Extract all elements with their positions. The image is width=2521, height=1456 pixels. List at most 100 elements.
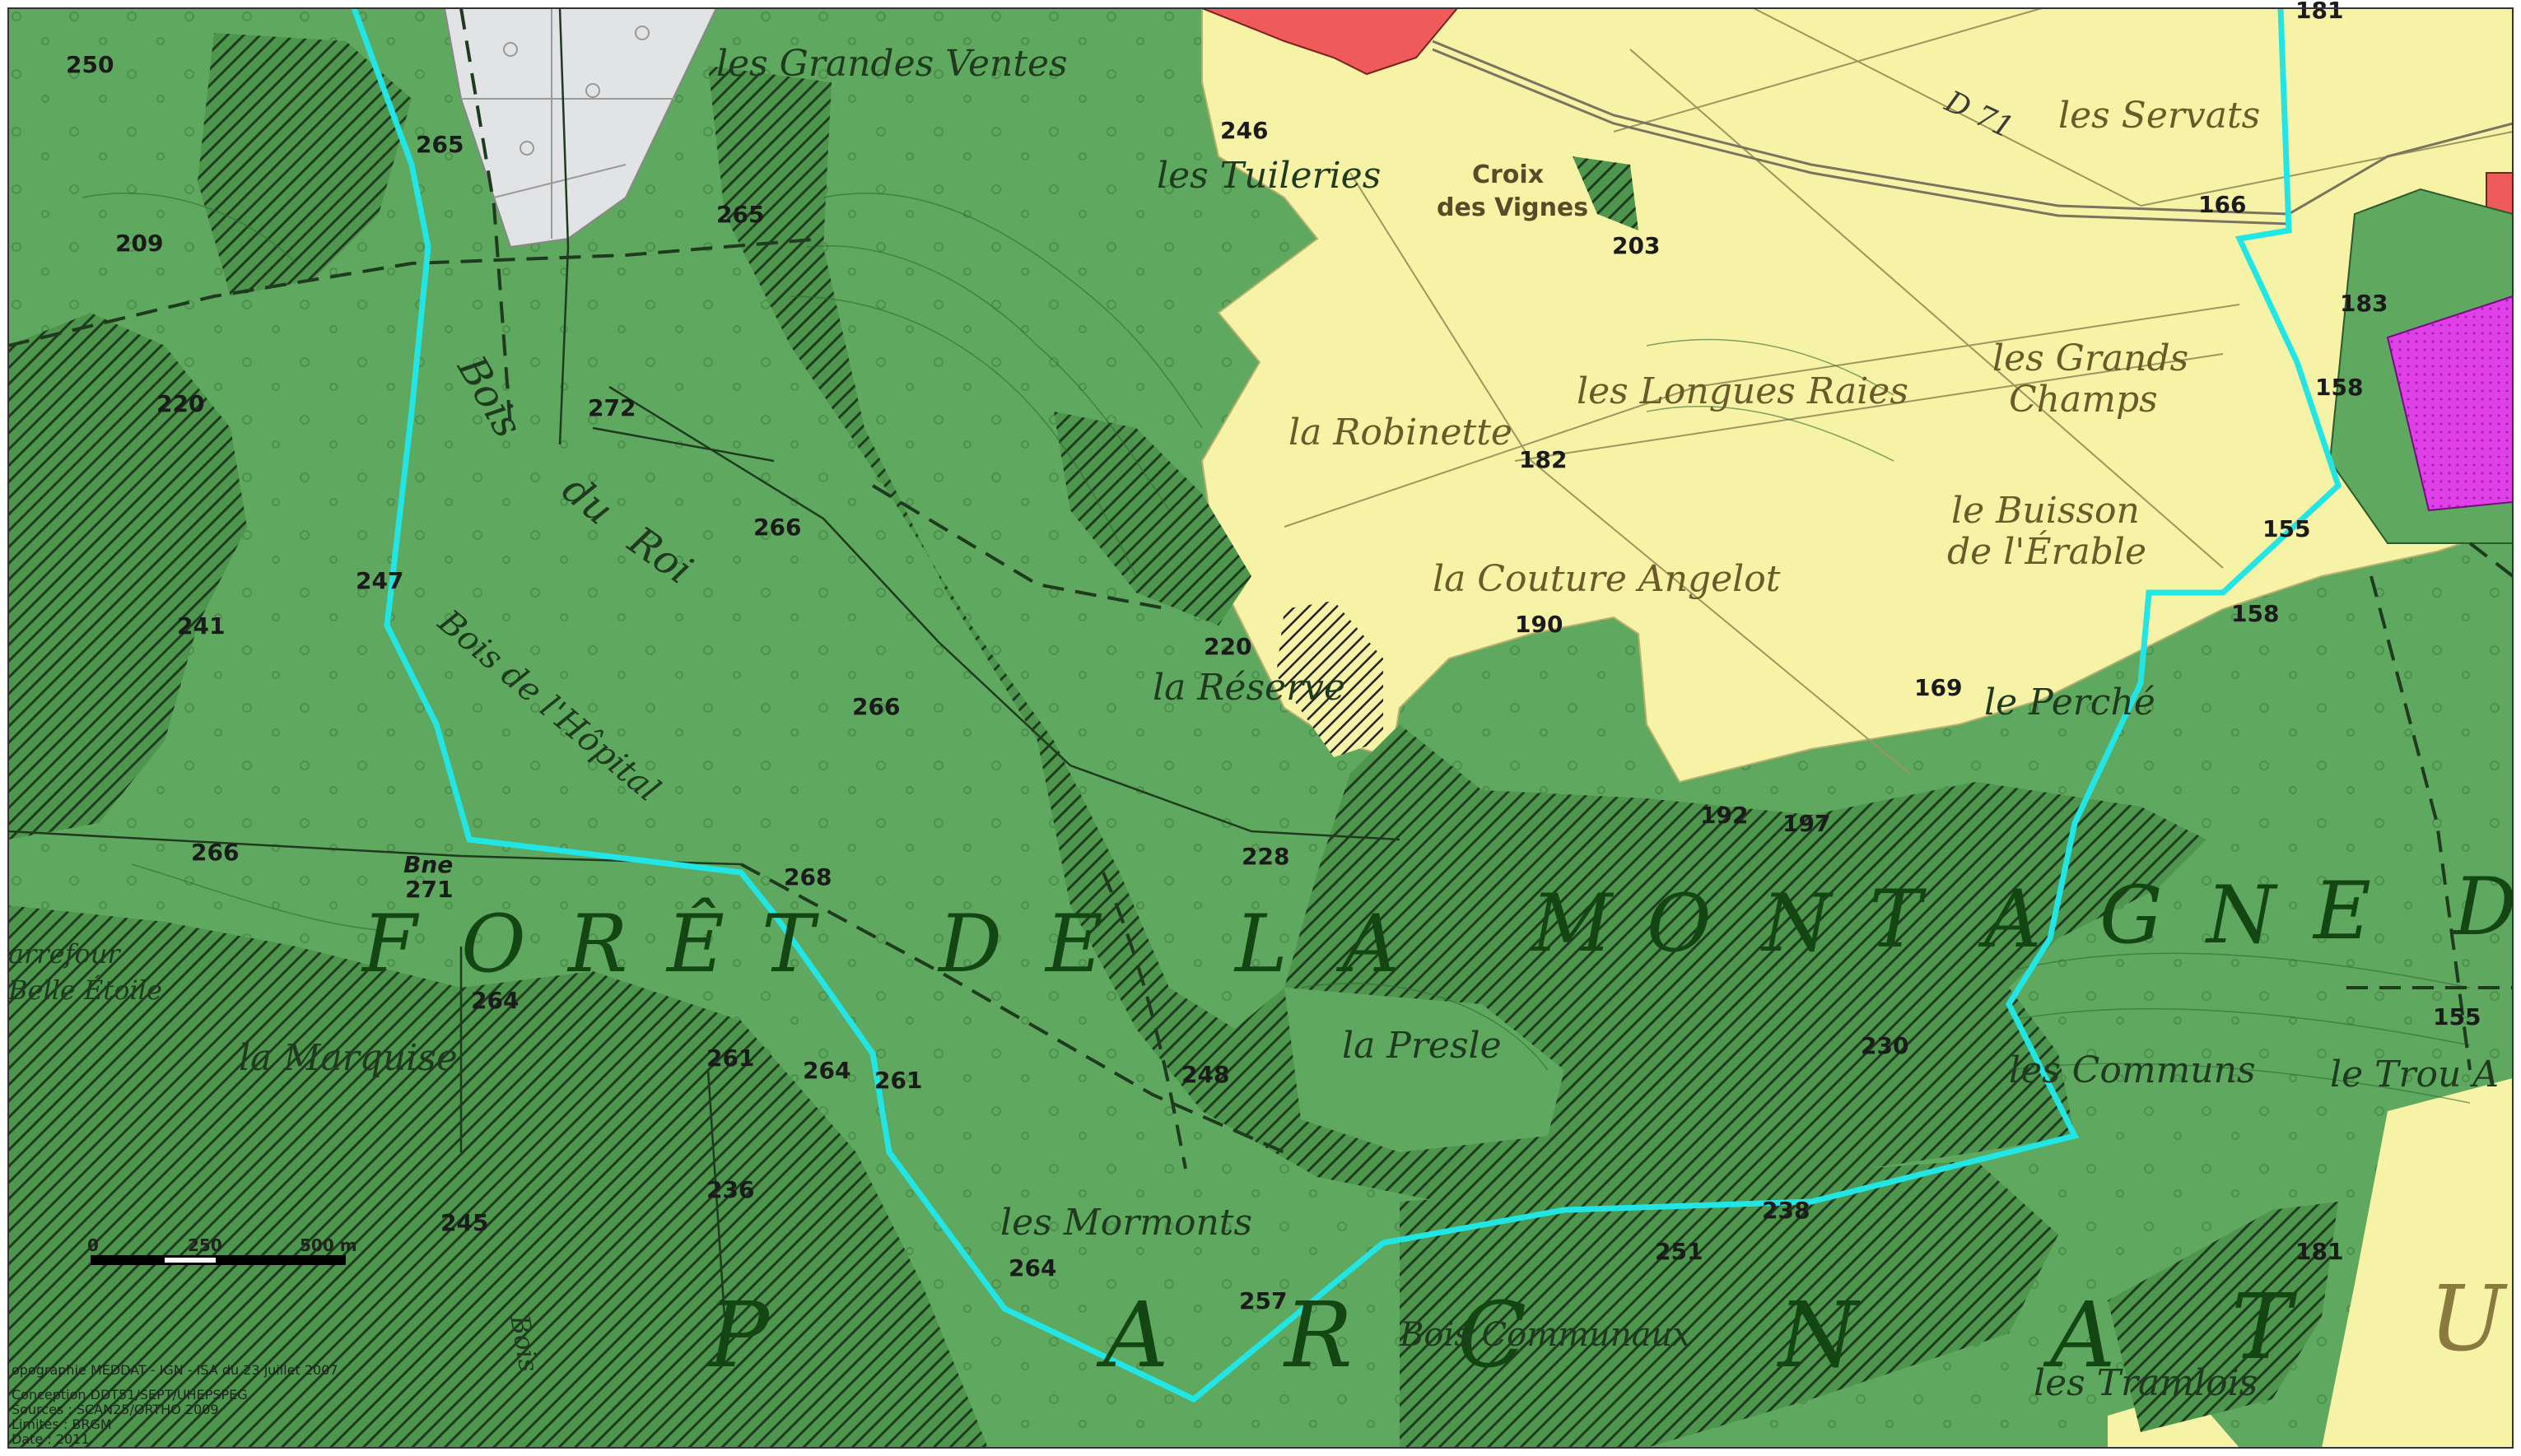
altitude-labels: 250 265 209 220 241 247 266 271 264 261 … [66, 0, 2481, 1314]
altitude: 166 [2198, 191, 2246, 218]
altitude: 197 [1782, 810, 1830, 837]
parc-label: P A R C N A T [706, 1274, 2298, 1388]
field-parcels [1284, 7, 2514, 775]
foret-letter: T [762, 898, 819, 990]
altitude: 264 [471, 987, 519, 1014]
field-area-south [2322, 1078, 2513, 1448]
credit-line: opographie MEDDAT - IGN - ISA du 23 juil… [12, 1362, 338, 1378]
altitude: 257 [1239, 1287, 1287, 1314]
altitude: 247 [356, 567, 403, 594]
place-perche: le Perché [1984, 681, 2155, 723]
altitude: 238 [1762, 1197, 1810, 1224]
altitude: 245 [440, 1209, 488, 1236]
altitude: 266 [191, 839, 239, 866]
foret-label: F O R Ê T D E L A M O N T A G N E D [361, 861, 2517, 990]
place-bois-communaux: Bois Communaux [1399, 1316, 1691, 1354]
altitude: 268 [784, 863, 832, 891]
parc-letter: R [1283, 1282, 1353, 1388]
credit-line: Sources : SCAN25/ORTHO 2009 [12, 1402, 219, 1417]
parc-letter: T [2231, 1274, 2298, 1379]
altitude: 241 [177, 612, 225, 640]
parc-letter: A [1096, 1282, 1168, 1388]
place-mormonts: les Mormonts [1000, 1202, 1252, 1244]
parc-letter: N [1776, 1282, 1861, 1388]
place-champs: Champs [2009, 379, 2158, 421]
altitude: 181 [2295, 0, 2343, 24]
road-d71 [1432, 40, 2514, 226]
place-longues-raies: les Longues Raies [1577, 370, 1908, 412]
parc-letter: C [1457, 1282, 1526, 1388]
foret-letter: D [937, 898, 1004, 990]
foret-letter: Ê [665, 898, 726, 990]
foret-letter: G [2099, 869, 2165, 961]
place-servats: les Servats [2058, 95, 2260, 137]
altitude: 190 [1515, 611, 1563, 638]
altitude: 261 [874, 1067, 922, 1094]
altitude: 251 [1655, 1238, 1703, 1265]
map-border [7, 7, 2514, 1449]
altitude: 228 [1242, 843, 1289, 870]
label-carrefour: arrefour [8, 938, 121, 970]
hatched-field-block [1276, 601, 1383, 757]
altitude: 266 [852, 693, 900, 720]
altitude: 261 [706, 1044, 754, 1072]
place-tramlois: les Tramlois [2034, 1362, 2258, 1404]
forest-tracks [7, 7, 2514, 1170]
altitude: 203 [1612, 232, 1660, 259]
altitude: 248 [1181, 1061, 1229, 1088]
altitude: 246 [1220, 117, 1268, 144]
rock-cells [461, 8, 675, 239]
foret-letter: O [461, 898, 528, 990]
place-tuileries: les Tuileries [1157, 155, 1381, 197]
altitude: 158 [2231, 600, 2279, 627]
foret-letter: E [2312, 865, 2373, 957]
parc-letter: U [2429, 1266, 2508, 1371]
place-presle: la Presle [1342, 1025, 1502, 1067]
altitude: 236 [706, 1176, 754, 1203]
boundary-line [351, 7, 2342, 1403]
place-couture: la Couture Angelot [1433, 558, 1781, 600]
altitude: 182 [1519, 446, 1567, 473]
contour-lines [82, 193, 2471, 1104]
place-marquise: la Marquise [239, 1037, 458, 1079]
altitude: 192 [1700, 802, 1748, 829]
foret-letter: F [361, 898, 420, 990]
place-trou: le Trou A [2330, 1054, 2499, 1095]
foret-letter: R [566, 898, 629, 990]
scale-end: 500 m [300, 1235, 357, 1255]
foret-letter: O [1647, 877, 1713, 970]
rock-area [443, 7, 718, 249]
altitude: 265 [416, 131, 464, 158]
field-area [1200, 7, 2514, 784]
credits: opographie MEDDAT - IGN - ISA du 23 juil… [12, 1362, 338, 1447]
foret-letter: N [1760, 877, 1834, 970]
altitude: 271 [405, 876, 453, 903]
altitude: 272 [588, 394, 636, 421]
credit-line: Conception DDT51/SEPT/UHEPSPEG [12, 1387, 248, 1403]
credit-line: Limites : BRGM [12, 1416, 112, 1432]
place-names: les Grandes Ventes les Tuileries les Ser… [239, 43, 2499, 1404]
foret-letter: L [1233, 898, 1289, 990]
label-bne: Bne [403, 851, 453, 878]
place-erable: de l'Érable [1947, 529, 2146, 573]
altitude: 220 [156, 390, 204, 417]
place-grandes-ventes: les Grandes Ventes [716, 43, 1068, 85]
scale-zero: 0 [87, 1235, 99, 1255]
hatched-zones [8, 33, 2338, 1448]
altitude: 183 [2340, 290, 2388, 317]
altitude: 169 [1914, 674, 1962, 701]
foret-letter: M [1530, 877, 1615, 970]
altitude: 209 [115, 230, 163, 257]
altitude: 264 [803, 1057, 850, 1084]
credit-line: Date : 2011 [12, 1431, 90, 1447]
altitude: 220 [1204, 633, 1251, 660]
foret-letter: T [1869, 873, 1927, 965]
foret-letter: E [1044, 898, 1105, 990]
altitude: 155 [2433, 1003, 2481, 1030]
scale-bar: 0 250 500 m [87, 1235, 357, 1265]
parc-letter: A [2043, 1282, 2115, 1388]
place-robinette: la Robinette [1288, 412, 1512, 454]
small-hatch-croix [1573, 156, 1638, 230]
label-des-vignes: des Vignes [1437, 193, 1588, 222]
